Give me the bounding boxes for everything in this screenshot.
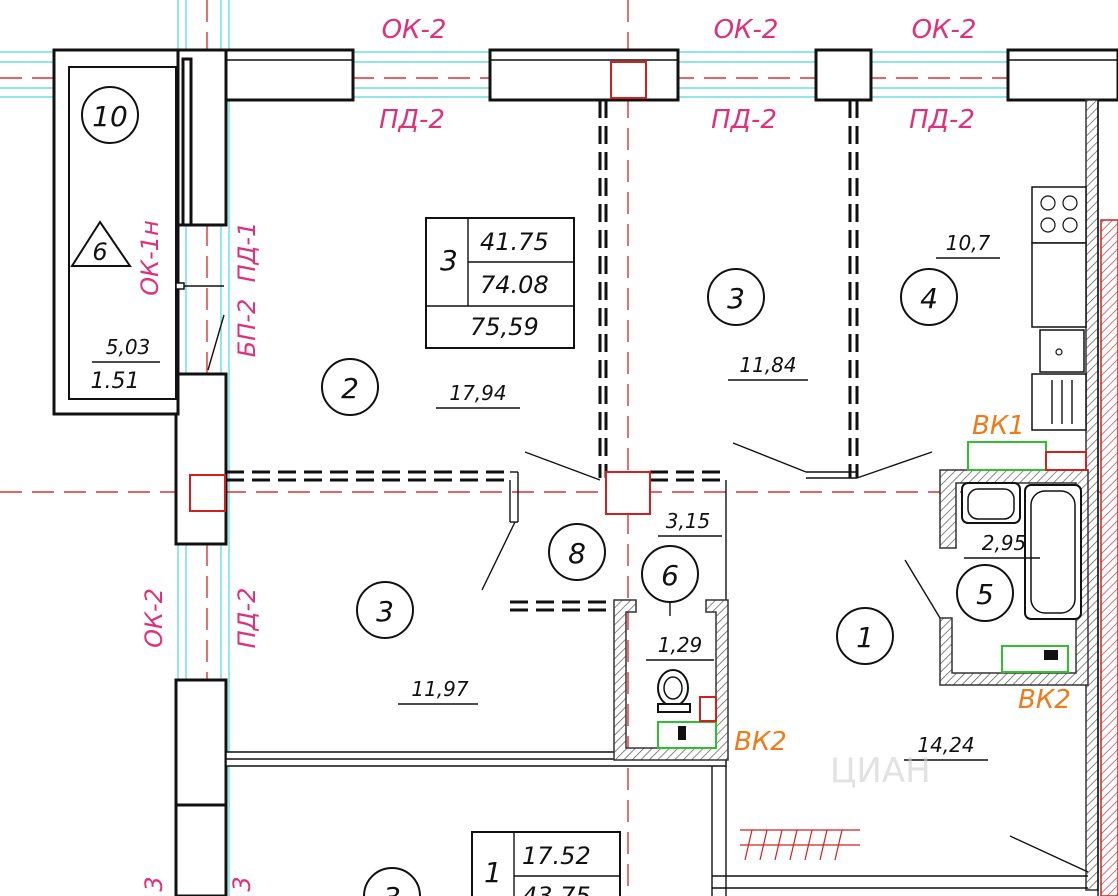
- wc-room: [613, 599, 729, 761]
- kitchen: [1031, 186, 1087, 431]
- right-wall: [1085, 99, 1118, 896]
- room-number: 3: [383, 881, 401, 896]
- table2-rooms: 1: [484, 856, 502, 889]
- apartment-table: 3 41.75 74.08 75,59: [425, 217, 575, 349]
- window-label-top: ОК-2: [912, 15, 977, 45]
- table-total-balcony: 75,59: [470, 313, 539, 341]
- watermark: ЦИАН: [830, 751, 931, 791]
- table2-living-area: 17.52: [522, 842, 591, 870]
- room-number: 8: [568, 537, 586, 570]
- table2-total-area: 43.75: [522, 882, 591, 896]
- plumbing-labels: ВК1 ВК2 ВК2: [734, 411, 1071, 757]
- door-label-left: ПД-2: [233, 588, 261, 649]
- door-label-top: ПД-2: [711, 105, 777, 135]
- door-label-left: ПД-1: [233, 222, 261, 283]
- room-number: 3: [727, 282, 745, 315]
- left-walls: [174, 48, 228, 807]
- room-area: 14,24: [917, 733, 974, 757]
- room-area: 3,15: [666, 509, 711, 533]
- partitions: [225, 100, 1089, 896]
- room-area: 11,97: [411, 677, 469, 701]
- balcony-marker: 6: [70, 220, 132, 267]
- room-coef-area: 1.51: [91, 369, 140, 394]
- door-label-top: ПД-2: [909, 105, 975, 135]
- balcony-door-label: БП-2: [233, 299, 261, 357]
- plumbing-label-vk2: ВК2: [1018, 685, 1071, 715]
- window-label-left: ОК-2: [140, 588, 168, 648]
- door-label-top: ПД-2: [379, 105, 445, 135]
- window-label-left: ОК-1н: [136, 220, 164, 296]
- room-number: 2: [341, 372, 359, 405]
- window-label-top: ОК-2: [382, 15, 447, 45]
- room-area: 11,84: [739, 353, 796, 377]
- plumbing-label-vk1: ВК1: [972, 411, 1025, 441]
- room-area: 2,95: [982, 531, 1027, 555]
- room-area: 1,29: [658, 633, 703, 657]
- table-total-area: 74.08: [480, 271, 549, 299]
- apartment-table-2: 1 17.52 43.75: [471, 831, 621, 896]
- window-label-top: ОК-2: [714, 15, 779, 45]
- table-living-area: 41.75: [480, 228, 549, 256]
- room-areas: 5,03 1.51 17,94 11,84 10,7 11,97 3,15 1,…: [91, 231, 1040, 761]
- room-area: 17,94: [449, 381, 506, 405]
- plumbing-label-vk2: ВК2: [734, 727, 787, 757]
- room-area: 5,03: [106, 335, 151, 359]
- room-number: 5: [976, 578, 994, 611]
- room-number: 3: [376, 595, 394, 628]
- radiator: [740, 829, 860, 861]
- lower-apartment: [174, 803, 228, 896]
- bathroom: [939, 441, 1089, 686]
- room-area: 10,7: [946, 231, 991, 255]
- room-number: 10: [92, 100, 128, 133]
- balcony-marker-number: 6: [92, 238, 107, 266]
- room-number: 6: [661, 559, 679, 592]
- room-number: 4: [920, 282, 938, 315]
- room-markers: 10 2 3 4 3 8 6 5 1 3: [81, 86, 1014, 896]
- window-labels: ОК-2 ОК-2 ОК-2 ПД-2 ПД-2 ПД-2 ОК-1н ПД-1…: [136, 15, 976, 892]
- axis-mark: 3: [140, 876, 168, 891]
- top-walls: [174, 48, 1118, 102]
- axis-mark: 3: [228, 876, 256, 891]
- room-number: 1: [856, 621, 874, 654]
- table-rooms: 3: [440, 244, 458, 277]
